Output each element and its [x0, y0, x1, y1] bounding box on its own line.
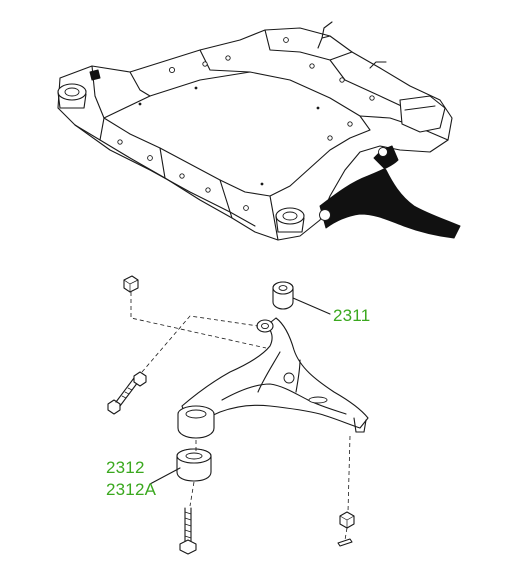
rear-bushing-2311 — [272, 281, 331, 315]
lower-control-arm — [177, 317, 369, 439]
front-bushing-2312 — [149, 448, 212, 485]
upper-bolt-nut — [123, 275, 139, 293]
left-bolt — [107, 371, 147, 415]
callout-2312a: 2312A — [106, 480, 157, 499]
installed-lower-control-arm — [319, 145, 461, 239]
callout-2312: 2312 — [106, 458, 145, 477]
assembly-guide-lines — [130, 292, 351, 541]
ball-joint-nut — [337, 511, 355, 547]
callout-2311: 2311 — [333, 306, 371, 325]
lower-front-bolt — [179, 507, 197, 555]
front-subframe-assembly — [57, 21, 453, 241]
